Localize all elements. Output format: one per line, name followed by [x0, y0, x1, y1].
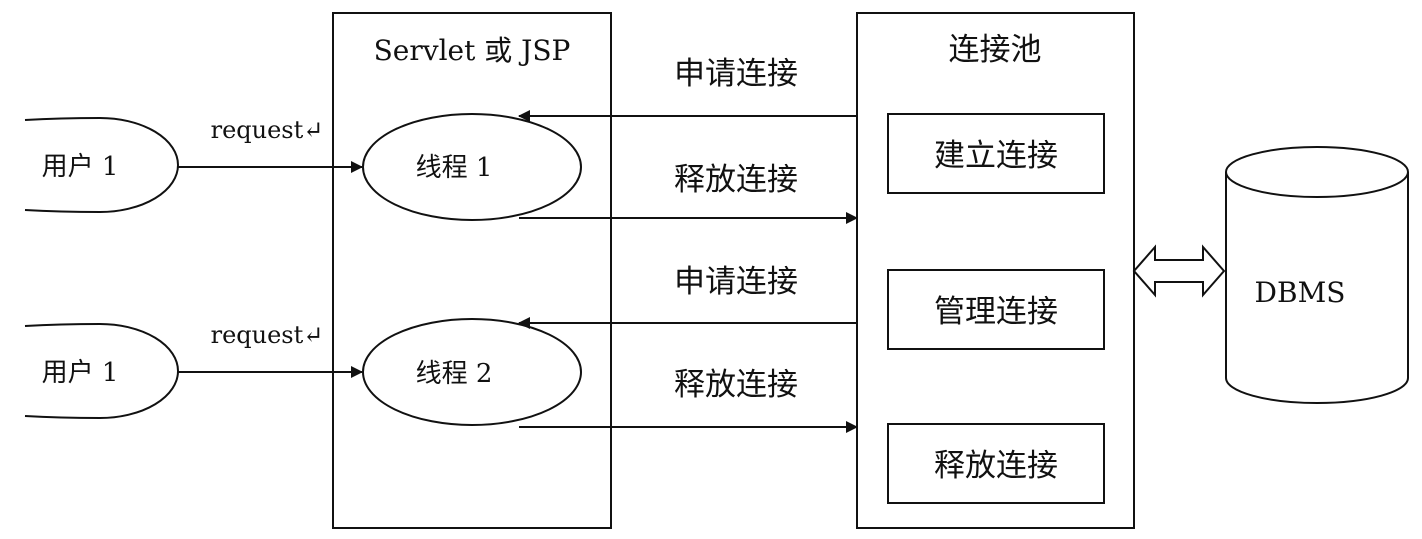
apply-connection-arrow: 申请连接 — [518, 56, 857, 122]
request-label: request↵ — [211, 116, 324, 144]
user-node: 用户 1 — [24, 322, 179, 420]
release-connection-arrow: 释放连接 — [519, 367, 858, 433]
apply-connection-label: 申请连接 — [674, 264, 798, 300]
pool-item-label: 管理连接 — [934, 294, 1058, 330]
dbms-label: DBMS — [1255, 276, 1346, 309]
release-connection-label: 释放连接 — [674, 162, 798, 198]
release-connection-arrow: 释放连接 — [519, 162, 858, 224]
pool-item: 管理连接 — [887, 269, 1105, 350]
dbms-cylinder: DBMS — [1225, 146, 1409, 404]
dbms-cylinder-top — [1225, 146, 1409, 198]
request-arrow: request↵ — [178, 116, 363, 173]
user-label: 用户 1 — [42, 152, 119, 182]
user-node: 用户 1 — [24, 116, 179, 214]
user-label: 用户 1 — [42, 358, 119, 388]
thread-ellipse — [362, 113, 582, 221]
thread-label: 线程 2 — [416, 359, 493, 389]
thread-label: 线程 1 — [416, 153, 493, 183]
request-arrow: request↵ — [178, 321, 363, 378]
pool-title: 连接池 — [949, 32, 1042, 68]
pool-item-label: 建立连接 — [934, 138, 1058, 174]
dbms-cylinder-body — [1225, 172, 1409, 404]
apply-connection-label: 申请连接 — [674, 56, 798, 92]
servlet-title: Servlet 或 JSP — [374, 34, 571, 67]
pool-item: 释放连接 — [887, 423, 1105, 504]
pool-item-label: 释放连接 — [934, 448, 1058, 484]
thread-node: 线程 2 — [362, 318, 582, 426]
thread-ellipse — [362, 318, 582, 426]
bidirectional-arrow-icon — [1132, 244, 1226, 298]
thread-node: 线程 1 — [362, 113, 582, 221]
pool-item-box — [887, 113, 1105, 194]
user-ellipse — [24, 116, 179, 214]
pool-item-box — [887, 423, 1105, 504]
servlet-container: Servlet 或 JSP — [332, 12, 612, 529]
release-connection-label: 释放连接 — [674, 367, 798, 403]
pool-item: 建立连接 — [887, 113, 1105, 194]
pool-item-box — [887, 269, 1105, 350]
apply-connection-arrow: 申请连接 — [518, 264, 857, 329]
request-label: request↵ — [211, 321, 324, 349]
servlet-box — [332, 12, 612, 529]
